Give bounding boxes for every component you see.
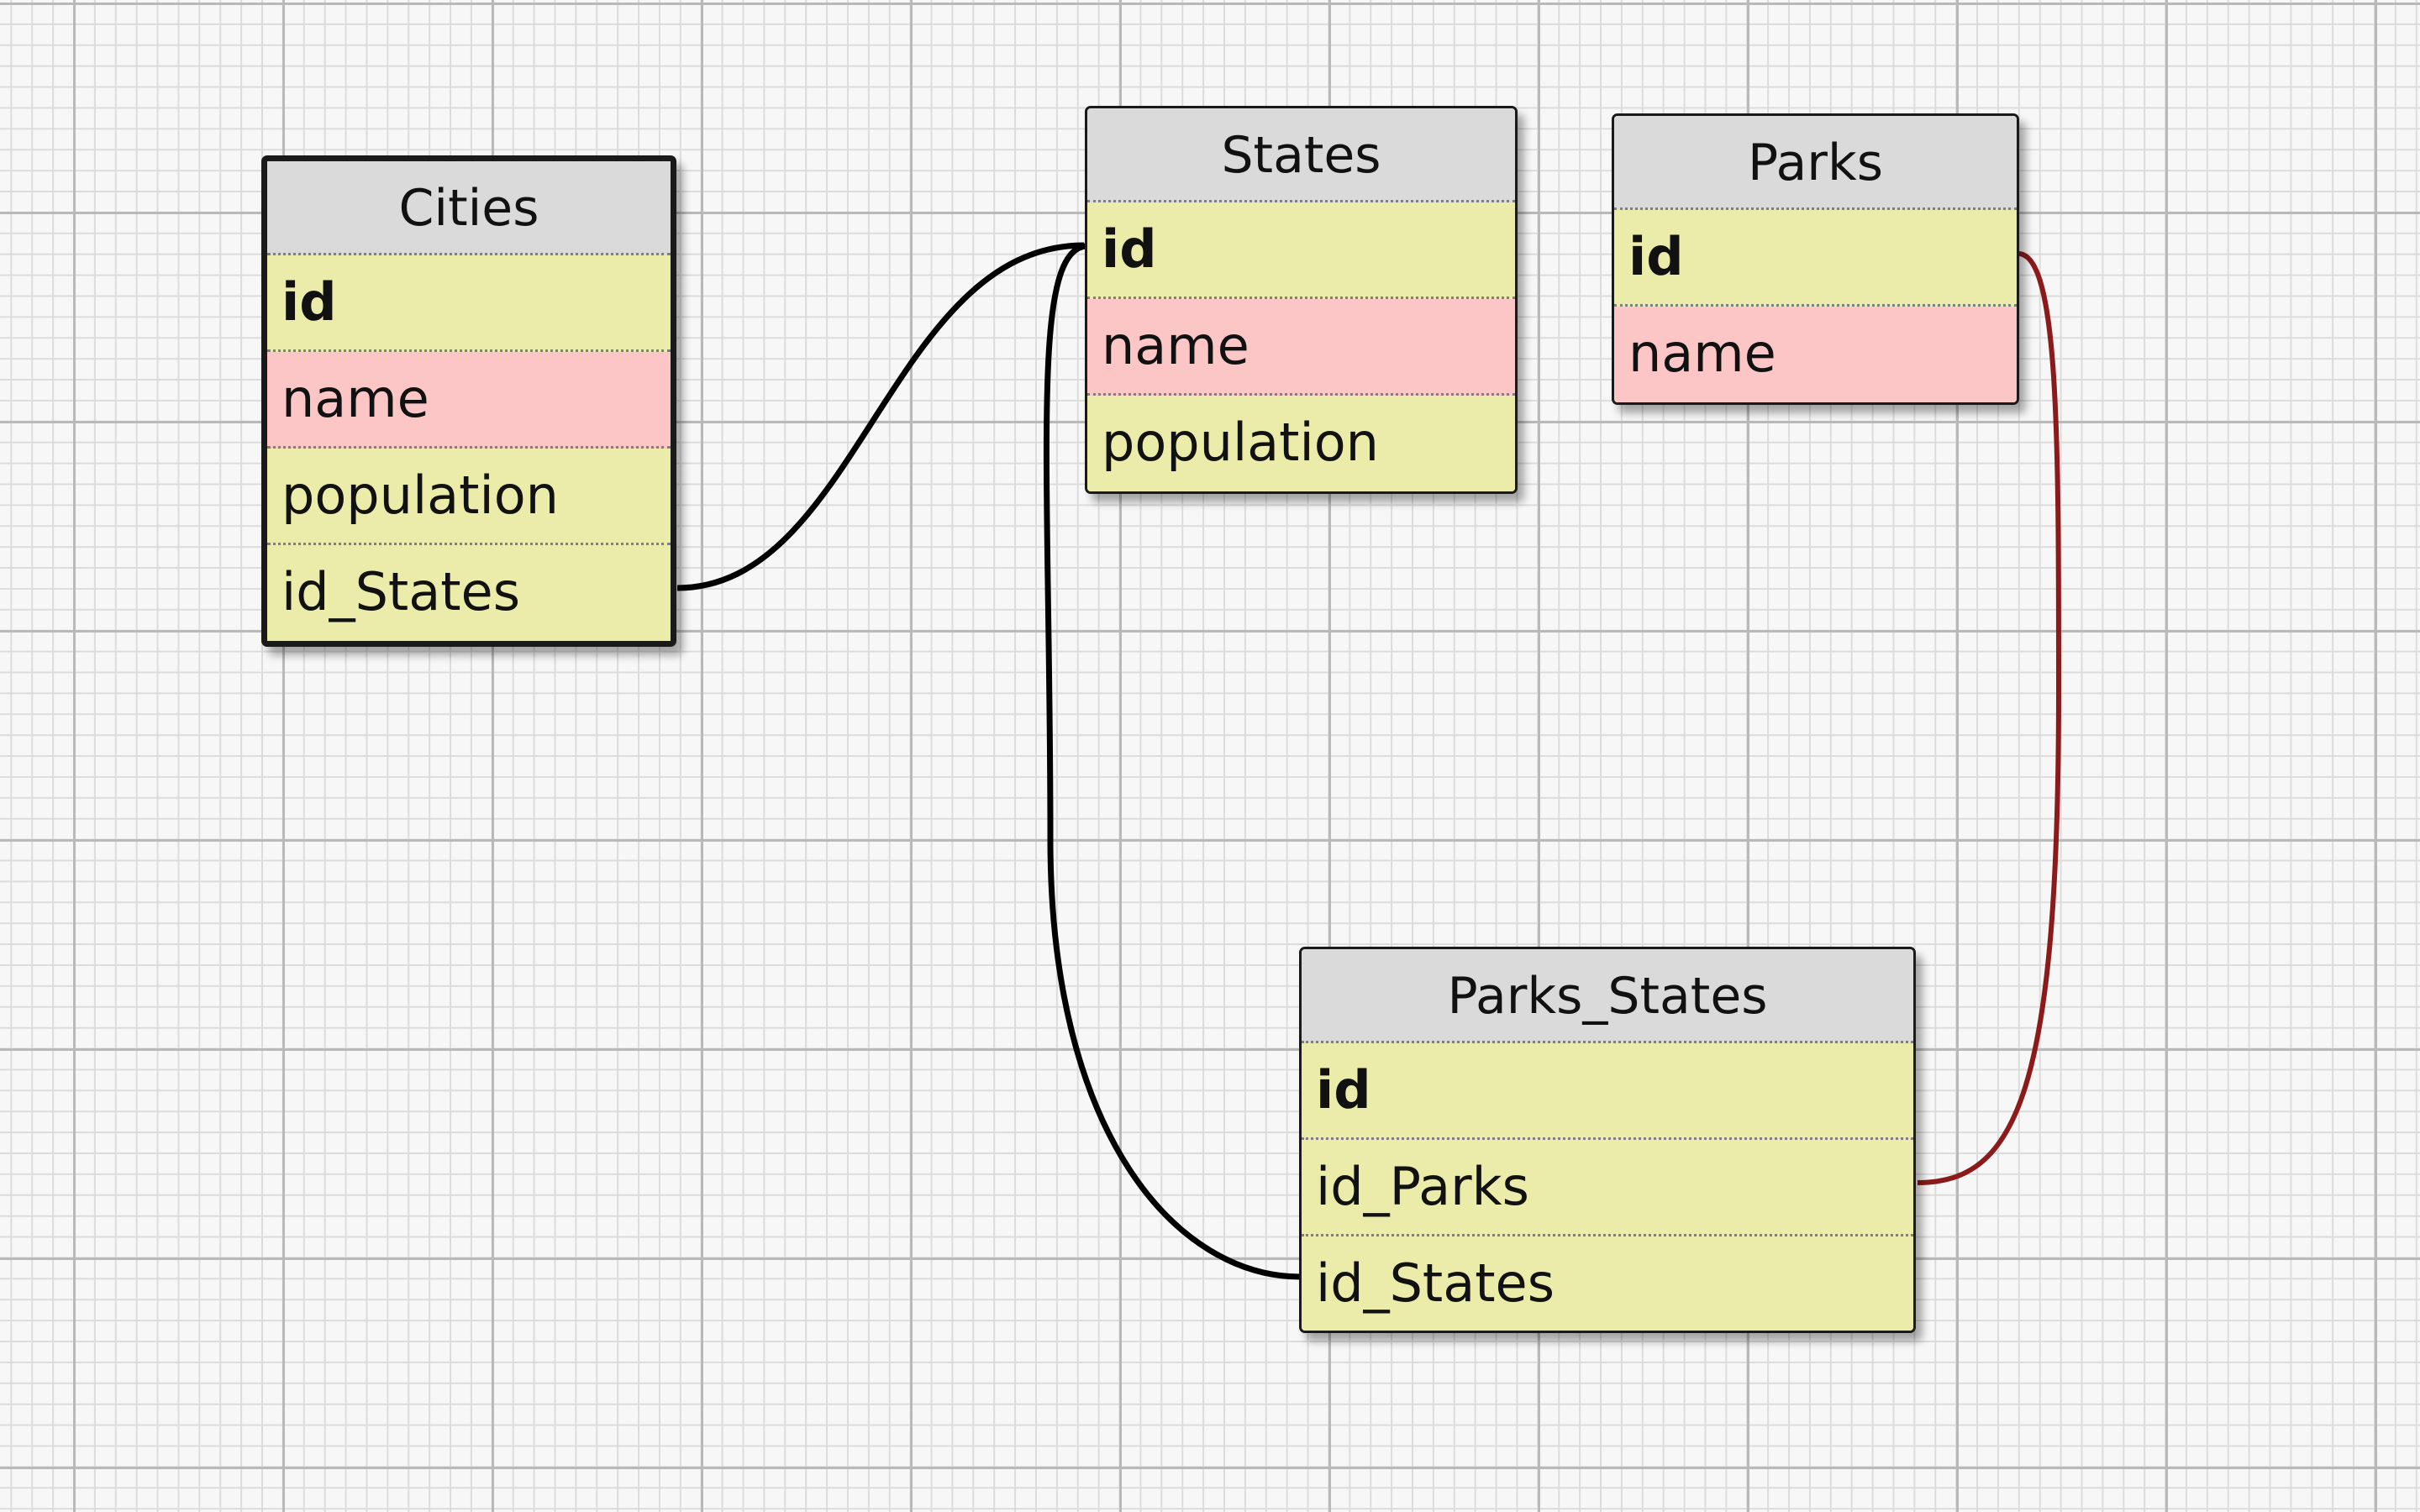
link-cities-states[interactable] [676, 242, 1085, 591]
entity-parks-states[interactable]: Parks_States id id_Parks id_States [1299, 947, 1916, 1333]
entity-parks-states-title: Parks_States [1302, 949, 1913, 1043]
field-cities-id[interactable]: id [267, 255, 671, 352]
field-parks-states-id-states[interactable]: id_States [1302, 1236, 1913, 1331]
link-parks-states-parks[interactable] [1917, 251, 2062, 1185]
field-cities-name[interactable]: name [267, 352, 671, 449]
entity-parks-title: Parks [1614, 116, 2017, 210]
entity-states[interactable]: States id name population [1085, 106, 1518, 494]
field-states-id[interactable]: id [1087, 202, 1515, 299]
field-cities-population[interactable]: population [267, 449, 671, 545]
field-parks-name[interactable]: name [1614, 307, 2017, 402]
entity-states-title: States [1087, 108, 1515, 202]
entity-cities[interactable]: Cities id name population id_States [261, 155, 676, 647]
link-parks-states-states[interactable] [1043, 243, 1302, 1280]
field-states-name[interactable]: name [1087, 299, 1515, 396]
entity-cities-title: Cities [267, 161, 671, 255]
field-parks-states-id-parks[interactable]: id_Parks [1302, 1140, 1913, 1236]
field-states-population[interactable]: population [1087, 396, 1515, 491]
entity-parks[interactable]: Parks id name [1612, 113, 2019, 405]
field-parks-states-id[interactable]: id [1302, 1043, 1913, 1140]
field-parks-id[interactable]: id [1614, 210, 2017, 307]
field-cities-id-states[interactable]: id_States [267, 545, 671, 641]
